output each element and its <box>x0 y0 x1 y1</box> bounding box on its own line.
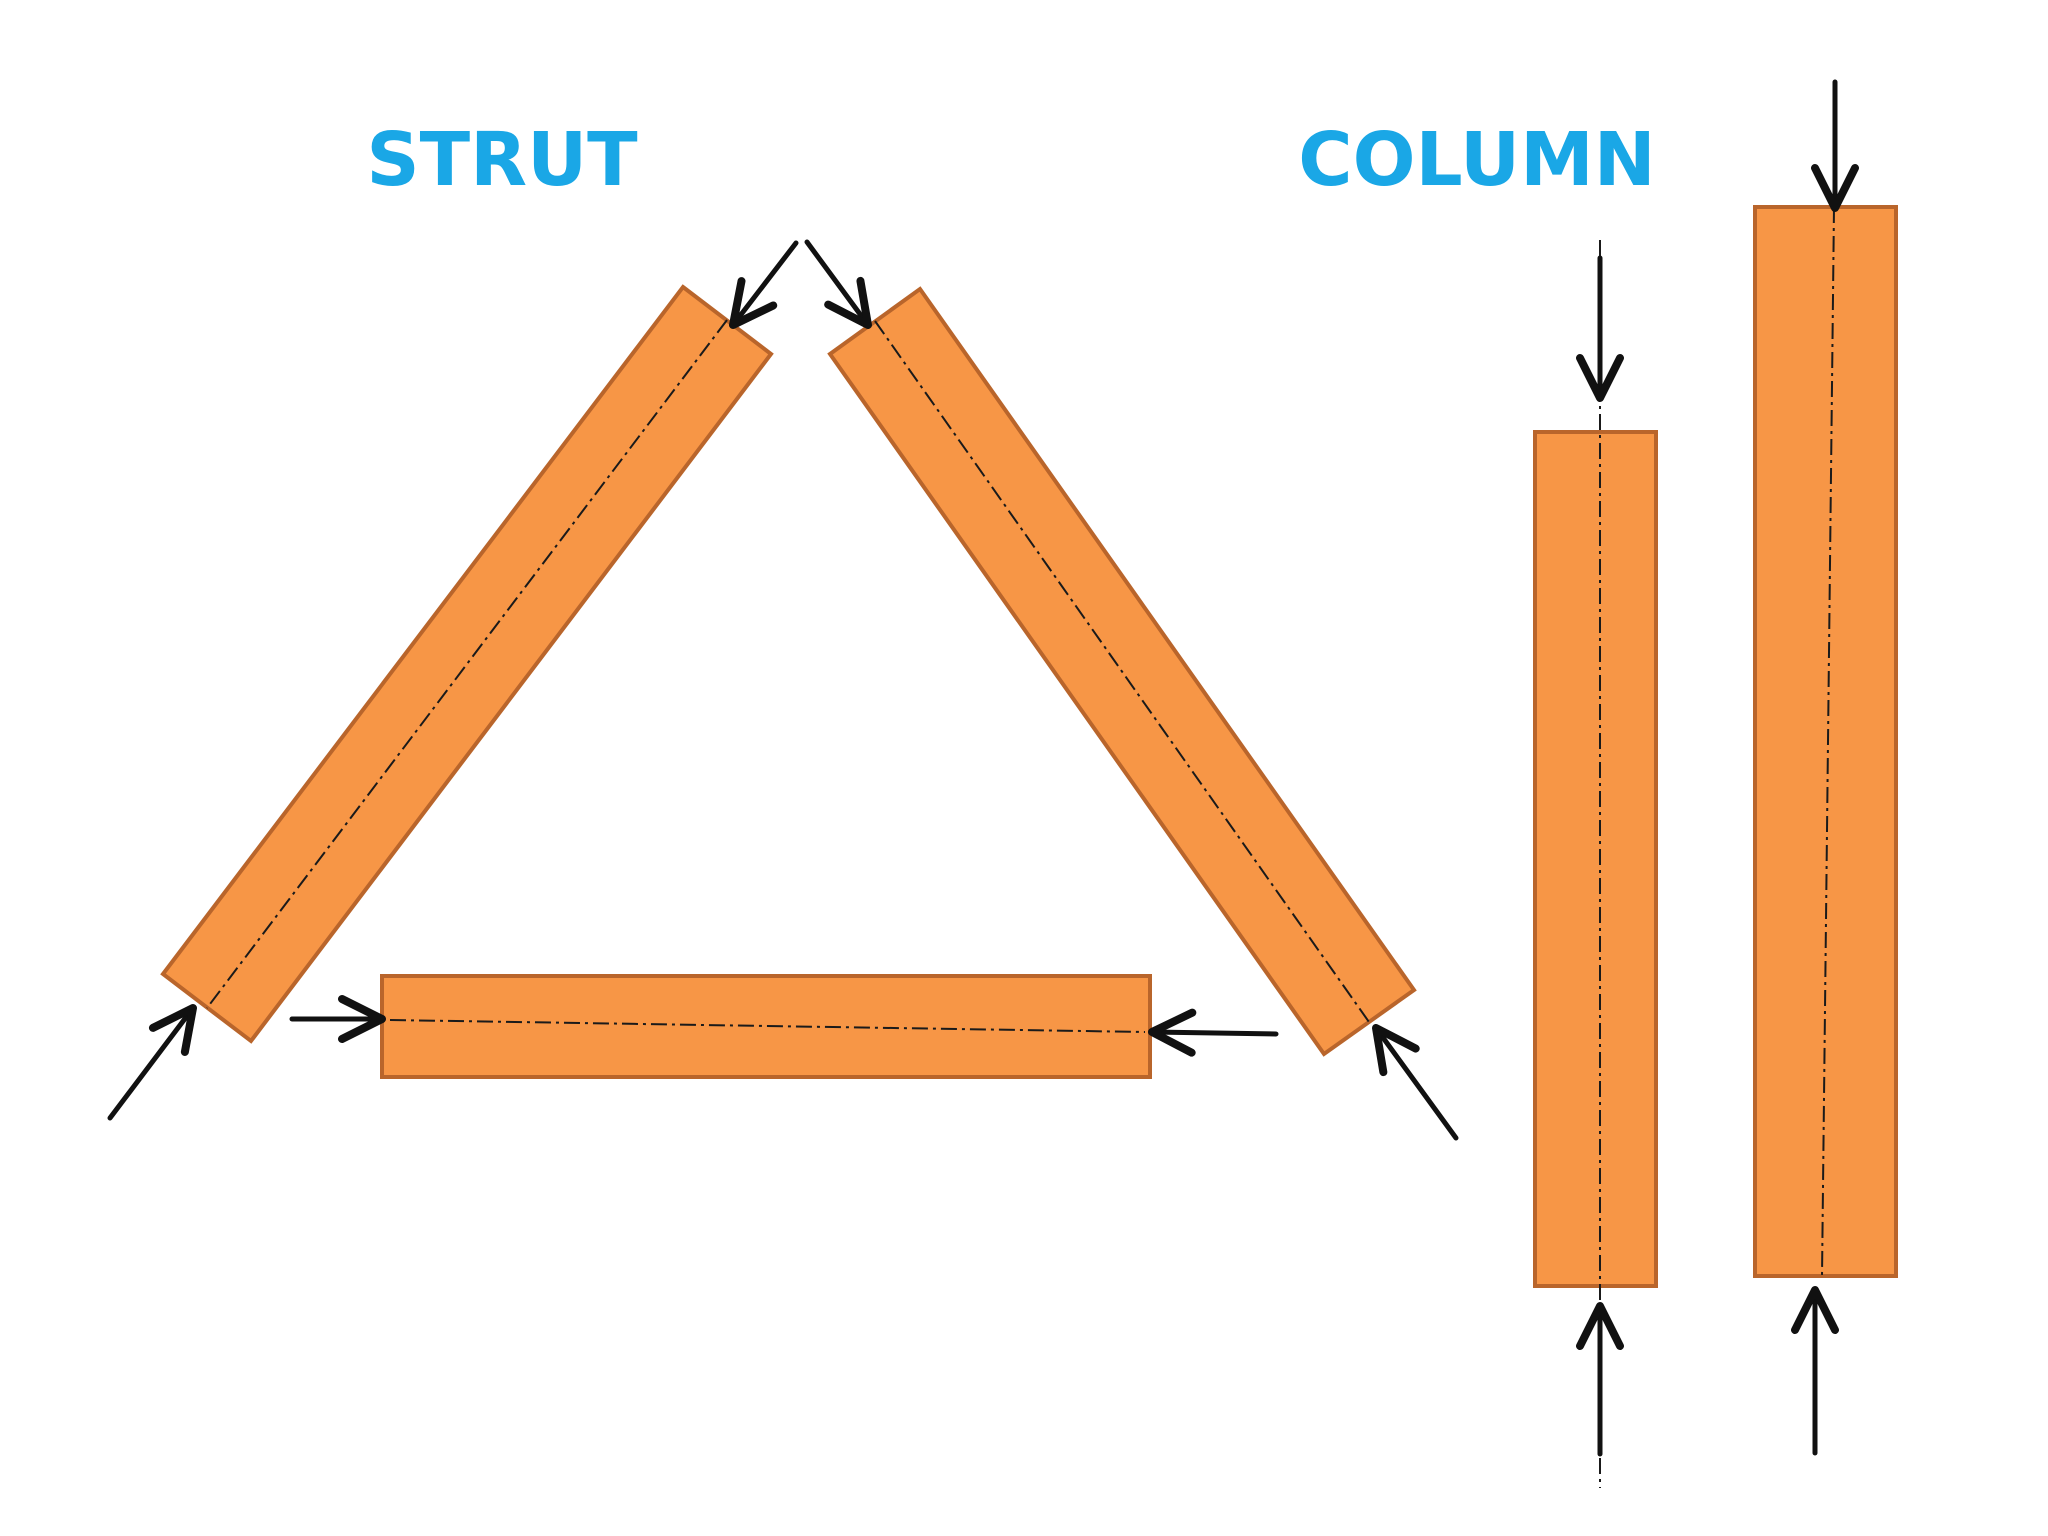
strut-left-centerline <box>206 319 728 1009</box>
force-arrow-top-right <box>804 239 872 329</box>
force-arrow-bottom-member-right <box>1148 1008 1279 1057</box>
column-tall <box>1753 79 1898 1456</box>
column-tall-centerline <box>1821 206 1835 1277</box>
strut-right-centerline <box>874 320 1370 1023</box>
strut-member-bottom <box>380 974 1152 1079</box>
strut-bottom-centerline <box>389 1019 1146 1033</box>
column-short <box>1533 240 1658 1488</box>
strut-truss <box>107 239 1459 1141</box>
force-arrow-bottom-right <box>1372 1024 1459 1141</box>
column-heading: COLUMN <box>1298 117 1655 203</box>
column-group <box>1533 79 1898 1488</box>
force-arrow-top-left <box>729 240 799 329</box>
strut-member-left <box>160 284 774 1044</box>
strut-heading: STRUT <box>366 117 638 203</box>
strut-member-right <box>827 286 1417 1057</box>
force-arrow-bottom-left <box>107 1004 197 1121</box>
